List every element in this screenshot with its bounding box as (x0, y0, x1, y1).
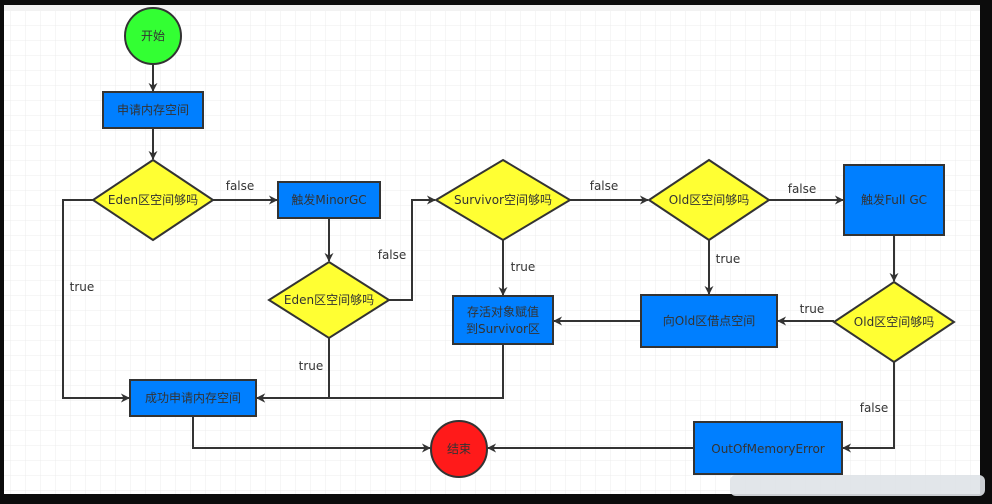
old-check-2-label: Old区空间够吗 (854, 315, 934, 329)
copy-to-survivor-label-2: 到Survivor区 (466, 322, 540, 336)
request-memory-label: 申请内存空间 (117, 103, 189, 117)
edge-label-old1-true: true (716, 252, 741, 266)
eden-check-2-label: Eden区空间够吗 (284, 293, 374, 307)
full-gc-node[interactable] (843, 164, 945, 236)
edges (62, 64, 899, 453)
borrow-old-node[interactable] (640, 294, 778, 348)
edge-label-survivor-true: true (511, 260, 536, 274)
end-label: 结束 (447, 442, 471, 456)
survivor-check-node[interactable] (434, 158, 572, 242)
copy-to-survivor-label-1: 存活对象赋值 (467, 304, 539, 319)
start-label: 开始 (141, 29, 165, 43)
old-check-2-node[interactable] (832, 280, 956, 364)
copy-to-survivor-node[interactable] (452, 295, 554, 345)
eden-check-2-node[interactable] (267, 260, 391, 340)
full-gc-label: 触发Full GC (861, 192, 927, 207)
survivor-check-label: Survivor空间够吗 (454, 193, 552, 207)
request-memory-node[interactable] (102, 91, 204, 129)
edge-label-survivor-false: false (590, 179, 619, 193)
edge-label-eden1-false: false (226, 179, 255, 193)
oom-label: OutOfMemoryError (711, 442, 825, 456)
borrow-old-label: 向Old区借点空间 (663, 313, 755, 328)
edge-label-eden2-false: false (378, 248, 407, 262)
edge-label-eden1-true: true (70, 280, 95, 294)
edge-label-old2-true: true (800, 302, 825, 316)
edge-label-old1-false: false (788, 182, 817, 196)
eden-check-1-label: Eden区空间够吗 (108, 193, 198, 207)
old-check-1-node[interactable] (647, 158, 771, 242)
edge-label-old2-false: false (860, 401, 889, 415)
end-node[interactable] (430, 420, 488, 478)
blurred-overlay (730, 475, 985, 496)
minor-gc-node[interactable] (277, 181, 381, 219)
eden-check-1-node[interactable] (91, 158, 215, 242)
minor-gc-label: 触发MinorGC (291, 192, 366, 207)
edge-label-eden2-true: true (299, 359, 324, 373)
success-label: 成功申请内存空间 (145, 391, 241, 405)
old-check-1-label: Old区空间够吗 (669, 193, 749, 207)
success-node[interactable] (129, 379, 257, 417)
start-node[interactable] (124, 7, 182, 65)
oom-node[interactable] (693, 421, 843, 475)
